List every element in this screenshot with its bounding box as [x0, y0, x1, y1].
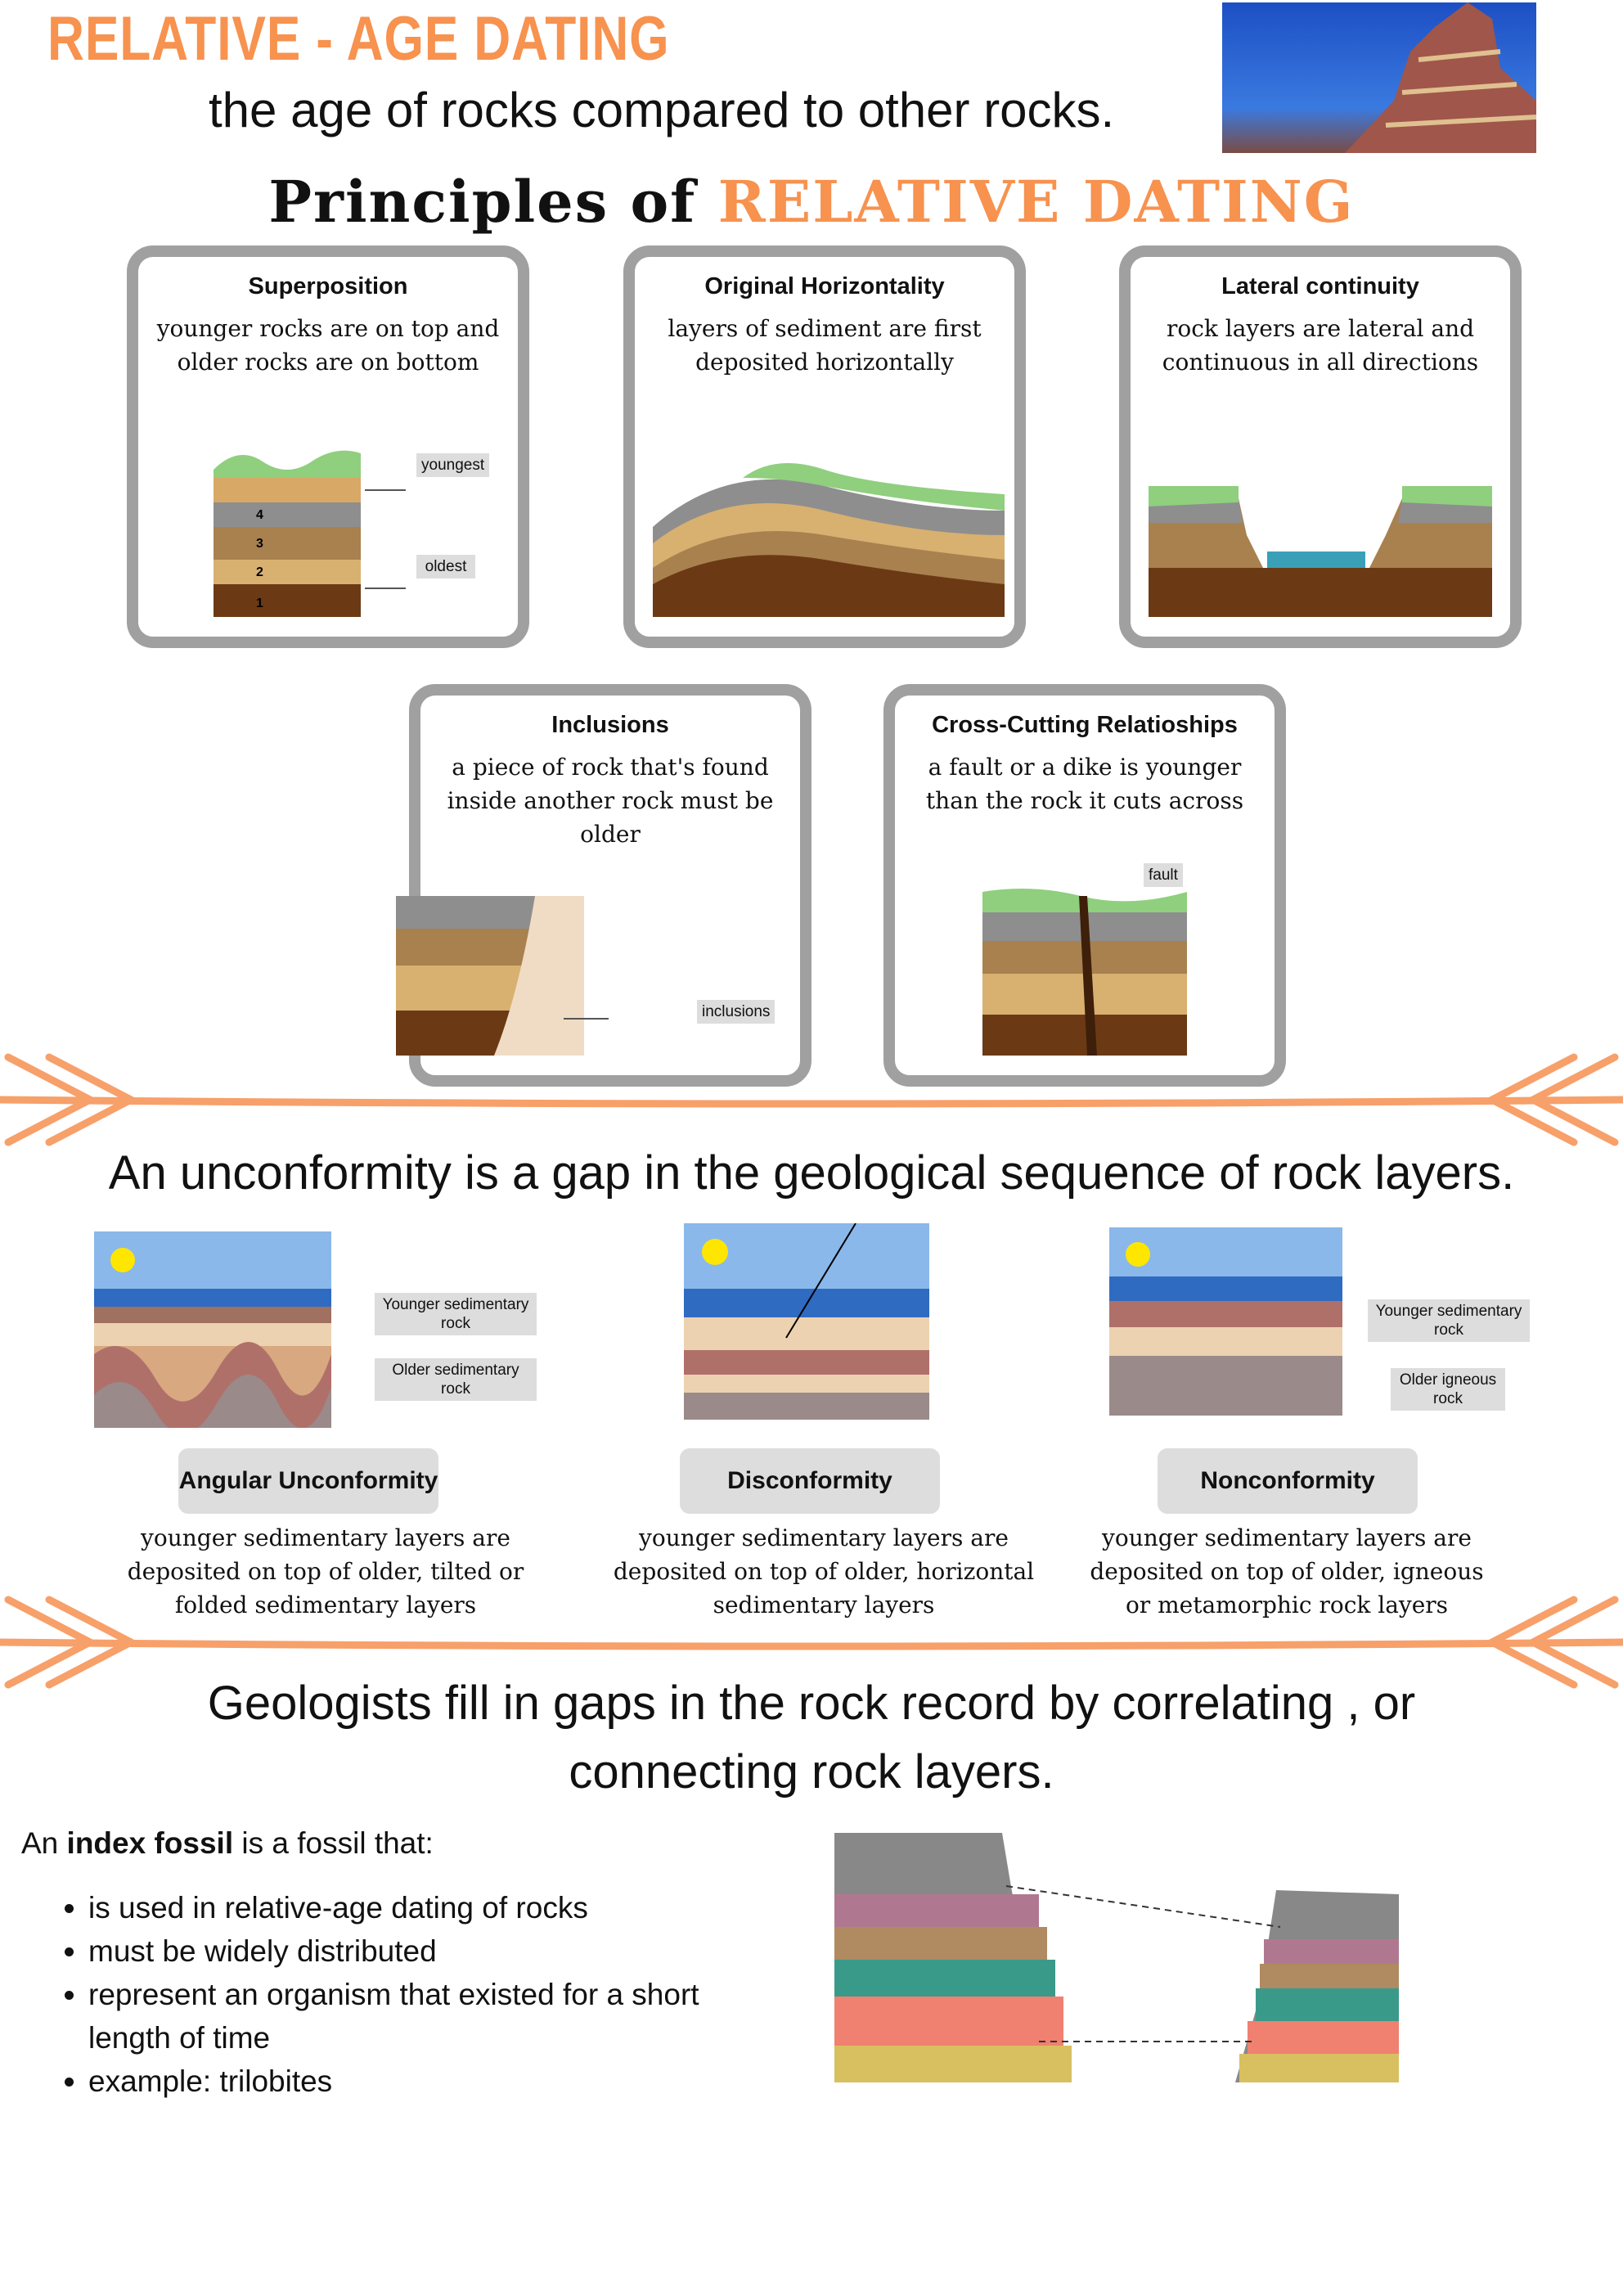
tag-oldest: oldest — [416, 555, 475, 579]
lateral-continuity-diagram — [1149, 486, 1492, 617]
intro-bold: index fossil — [66, 1826, 234, 1860]
list-item: example: trilobites — [88, 2060, 744, 2103]
nonconformity-diagram — [1109, 1227, 1342, 1416]
correlation-diagram — [834, 1833, 1399, 2082]
desc-disconformity: younger sedimentary layers are deposited… — [613, 1524, 1035, 1618]
card-cross-cutting: Cross-Cutting Relatioships a fault or a … — [883, 684, 1286, 1087]
arrow-divider — [0, 1596, 1623, 1689]
list-item: is used in relative-age dating of rocks — [88, 1886, 744, 1929]
card-text: layers of sediment are first deposited h… — [668, 315, 982, 376]
superposition-diagram: 4 3 2 1 — [214, 450, 406, 617]
tag-inclusions: inclusions — [697, 1000, 776, 1024]
card-title: Inclusions — [551, 712, 669, 738]
svg-text:1: 1 — [256, 597, 263, 610]
label-angular-unconformity: Angular Unconformity — [178, 1448, 438, 1514]
card-title: Original Horizontality — [704, 273, 945, 299]
card-text: a fault or a dike is younger than the ro… — [925, 754, 1244, 814]
card-text: a piece of rock that's found inside anot… — [447, 754, 774, 848]
inclusions-diagram — [396, 896, 609, 1056]
card-title: Cross-Cutting Relatioships — [932, 712, 1238, 738]
page-title: RELATIVE - AGE DATING — [47, 4, 670, 74]
correlation-heading: Geologists fill in gaps in the rock reco… — [207, 1677, 1416, 1799]
list-item: represent an organism that existed for a… — [88, 1973, 744, 2060]
card-text: rock layers are lateral and continuous i… — [1162, 315, 1479, 376]
tag-older: Older igneous rock — [1391, 1368, 1505, 1411]
principles-heading-b: RELATIVE DATING — [717, 168, 1355, 236]
card-lateral-continuity: Lateral continuity rock layers are later… — [1119, 245, 1522, 648]
svg-text:2: 2 — [256, 565, 263, 579]
card-title: Lateral continuity — [1221, 273, 1419, 299]
desc-nonconformity: younger sedimentary layers are deposited… — [1090, 1524, 1484, 1618]
angular-unconformity-diagram — [94, 1231, 331, 1428]
card-title: Superposition — [248, 273, 408, 299]
card-text: younger rocks are on top and older rocks… — [156, 315, 500, 376]
horizontality-diagram — [653, 463, 1005, 617]
cross-cutting-diagram — [982, 889, 1187, 1056]
tag-younger: Younger sedimentary rock — [375, 1293, 537, 1335]
tag-fault: fault — [1144, 863, 1183, 887]
page-subtitle: the age of rocks compared to other rocks… — [209, 83, 1115, 137]
svg-text:3: 3 — [256, 537, 263, 551]
tag-youngest: youngest — [416, 453, 490, 477]
index-fossil-intro: An index fossil is a fossil that: — [21, 1826, 434, 1861]
tag-younger: Younger sedimentary rock — [1368, 1299, 1530, 1342]
card-superposition: Superposition younger rocks are on top a… — [127, 245, 529, 648]
index-fossil-list: is used in relative-age dating of rocks … — [57, 1886, 744, 2103]
list-item: must be widely distributed — [88, 1929, 744, 1973]
card-inclusions: Inclusions a piece of rock that's found … — [396, 684, 812, 1087]
principles-heading-a: Principles of — [268, 168, 697, 236]
arrow-divider — [0, 1053, 1623, 1146]
unconformity-heading: An unconformity is a gap in the geologic… — [108, 1146, 1515, 1200]
disconformity-diagram — [684, 1223, 929, 1420]
rock-formation-photo — [1222, 2, 1537, 153]
svg-text:4: 4 — [256, 508, 263, 522]
card-original-horizontality: Original Horizontality layers of sedimen… — [623, 245, 1026, 648]
intro-text: is a fossil that: — [233, 1826, 434, 1860]
label-disconformity: Disconformity — [680, 1448, 940, 1514]
principles-heading: Principles of RELATIVE DATING — [0, 168, 1623, 236]
desc-angular: younger sedimentary layers are deposited… — [127, 1524, 524, 1618]
label-nonconformity: Nonconformity — [1158, 1448, 1418, 1514]
intro-text: An — [21, 1826, 67, 1860]
tag-older: Older sedimentary rock — [375, 1358, 537, 1401]
